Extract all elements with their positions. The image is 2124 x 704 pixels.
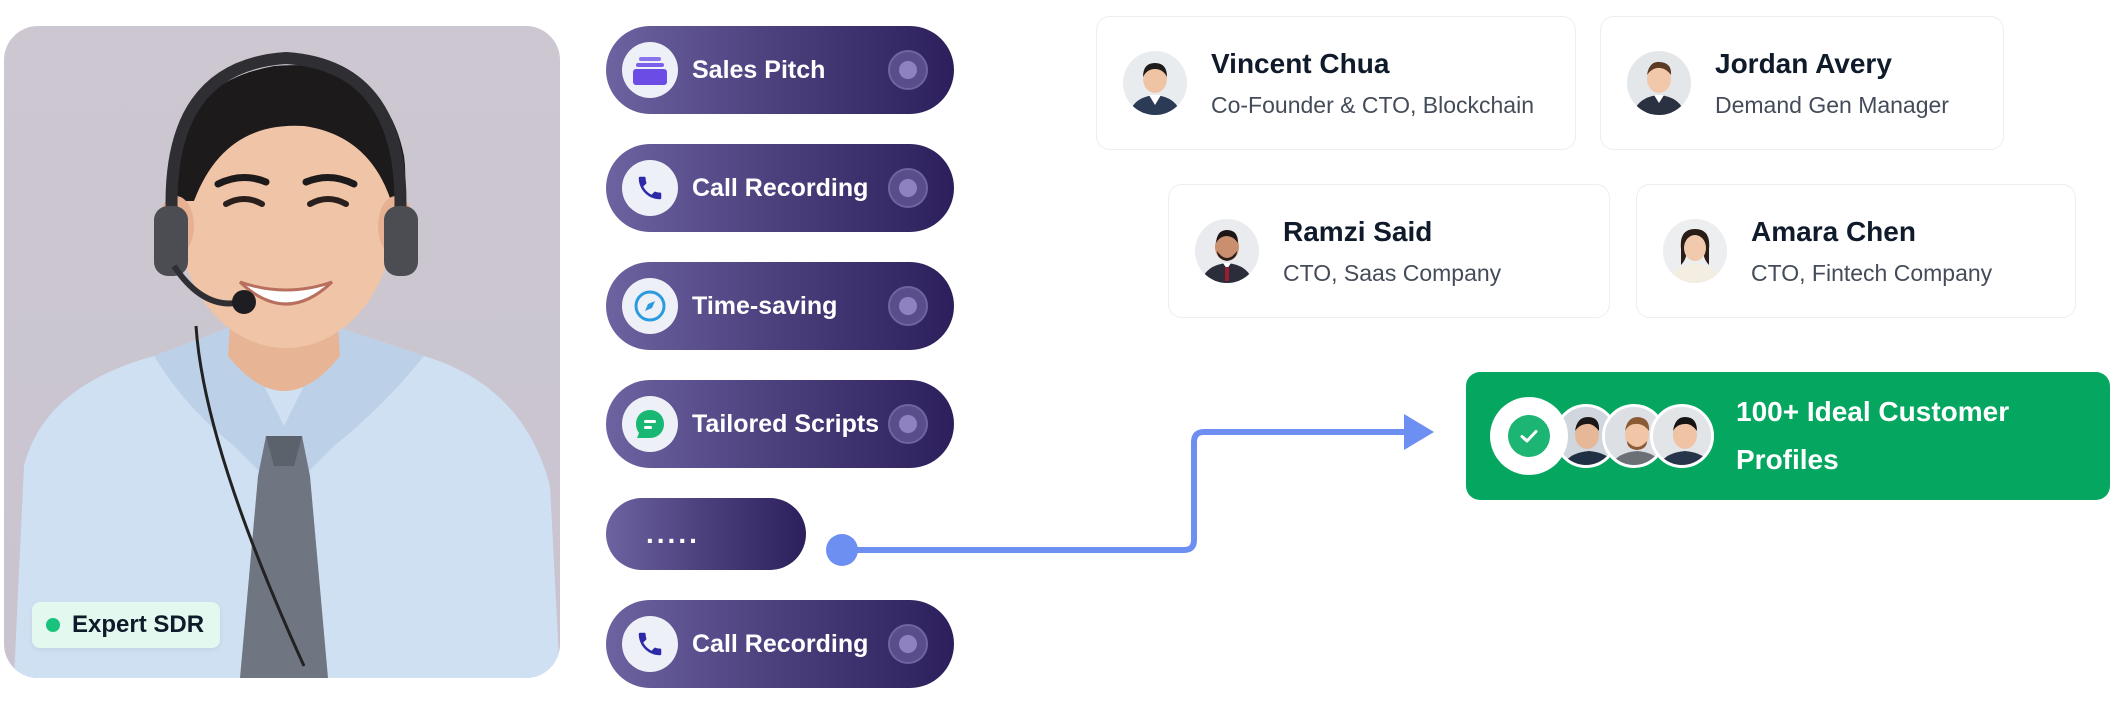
phone-icon	[622, 616, 678, 672]
check-badge	[1490, 397, 1568, 475]
avatar	[1663, 219, 1727, 283]
feature-pill-time-saving[interactable]: Time-saving	[606, 262, 954, 350]
profile-card-ramzi-said[interactable]: Ramzi Said CTO, Saas Company	[1168, 184, 1610, 318]
feature-label: Call Recording	[692, 173, 869, 202]
connector-start-dot	[826, 534, 858, 566]
result-label: 100+ Ideal Customer Profiles	[1736, 396, 2010, 475]
profile-name: Jordan Avery	[1715, 47, 1892, 79]
phone-icon	[622, 160, 678, 216]
feature-toggle[interactable]	[888, 50, 928, 90]
avatar	[1627, 51, 1691, 115]
profile-card-jordan-avery[interactable]: Jordan Avery Demand Gen Manager	[1600, 16, 2004, 150]
avatar	[1650, 404, 1714, 468]
feature-pill-call-recording[interactable]: Call Recording	[606, 144, 954, 232]
feature-toggle[interactable]	[888, 286, 928, 326]
profile-name: Ramzi Said	[1283, 215, 1433, 247]
arrow-head-icon	[1404, 414, 1434, 450]
feature-label: Call Recording	[692, 629, 869, 658]
status-dot	[46, 618, 60, 632]
feature-label: Time-saving	[692, 291, 838, 320]
customer-avatars	[1554, 404, 1714, 468]
agent-illustration	[14, 51, 560, 678]
ideal-customer-profiles-result[interactable]: 100+ Ideal Customer Profiles	[1466, 372, 2110, 500]
feature-pill-tailored-scripts[interactable]: Tailored Scripts	[606, 380, 954, 468]
feature-toggle[interactable]	[888, 624, 928, 664]
profile-role: CTO, Fintech Company	[1751, 259, 1993, 286]
expert-sdr-badge: Expert SDR	[32, 602, 221, 648]
profile-card-amara-chen[interactable]: Amara Chen CTO, Fintech Company	[1636, 184, 2076, 318]
profile-card-vincent-chua[interactable]: Vincent Chua Co-Founder & CTO, Blockchai…	[1096, 16, 1576, 150]
avatar	[1123, 51, 1187, 115]
compass-icon	[622, 278, 678, 334]
feature-label: Sales Pitch	[692, 55, 826, 84]
feature-pill-sales-pitch[interactable]: Sales Pitch	[606, 26, 954, 114]
more-features-label: .....	[646, 518, 700, 549]
check-icon	[1520, 430, 1538, 443]
chat-icon	[622, 396, 678, 452]
profile-role: Demand Gen Manager	[1715, 91, 1949, 118]
feature-pill-call-recording-2[interactable]: Call Recording	[606, 600, 954, 688]
feature-toggle[interactable]	[888, 404, 928, 444]
avatar	[1195, 219, 1259, 283]
profile-name: Vincent Chua	[1211, 47, 1390, 79]
expert-sdr-label: Expert SDR	[72, 611, 205, 638]
feature-label: Tailored Scripts	[692, 409, 880, 438]
layers-icon	[622, 42, 678, 98]
profile-name: Amara Chen	[1751, 215, 1916, 247]
feature-pill-more[interactable]: .....	[606, 498, 806, 570]
profile-role: Co-Founder & CTO, Blockchain	[1211, 91, 1534, 118]
feature-toggle[interactable]	[888, 168, 928, 208]
profile-role: CTO, Saas Company	[1283, 259, 1502, 286]
agent-photo: Expert SDR	[4, 26, 560, 678]
